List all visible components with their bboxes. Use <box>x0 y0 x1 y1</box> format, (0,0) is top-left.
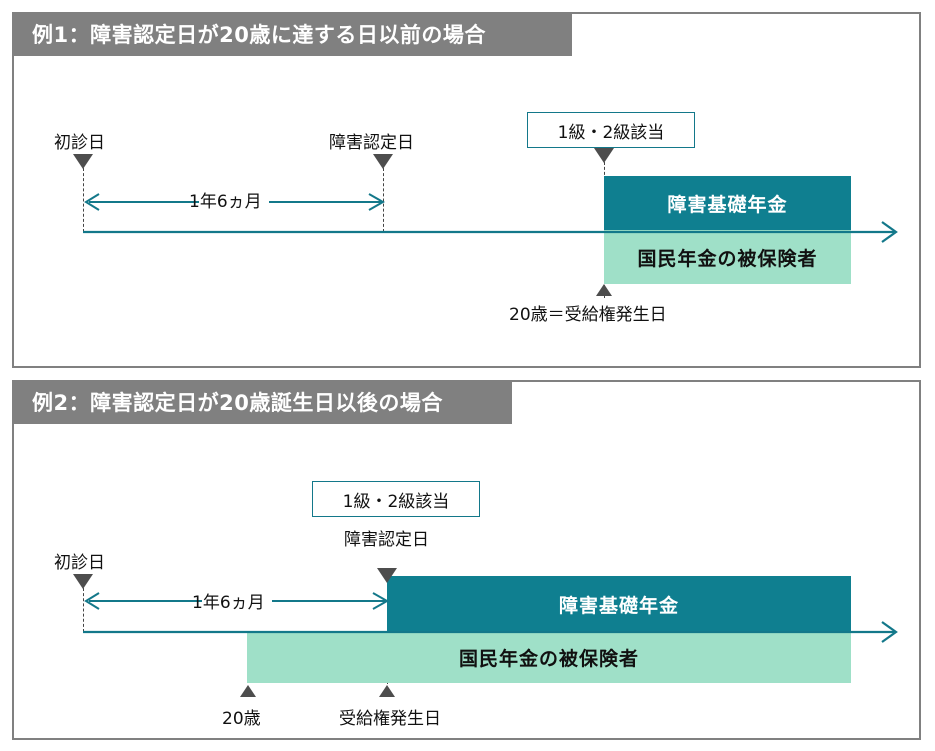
example-2-title: 例2：障害認定日が20歳誕生日以後の場合 <box>32 391 443 415</box>
label-recognition-date: 障害認定日 <box>344 530 429 550</box>
age20-marker-icon <box>596 284 612 296</box>
example-1-panel: 例1：障害認定日が20歳に達する日以前の場合 1級・2級該当 障害基礎年金 国民… <box>12 12 921 368</box>
entitlement-date-marker-icon <box>379 685 395 697</box>
example-1-title: 例1：障害認定日が20歳に達する日以前の場合 <box>32 23 486 47</box>
example-2-canvas: 1級・2級該当 国民年金の被保険者 障害基礎年金 <box>14 382 919 738</box>
age20-marker-icon <box>240 685 256 697</box>
grade-marker-icon <box>594 148 614 163</box>
label-recognition-date: 障害認定日 <box>329 133 414 153</box>
grade-box-example-2: 1級・2級該当 <box>312 481 480 517</box>
label-entitlement-date: 受給権発生日 <box>339 709 441 729</box>
grade-box-example-1: 1級・2級該当 <box>527 112 695 148</box>
bar-disability-basic-pension: 障害基礎年金 <box>387 576 851 632</box>
bar-label: 障害基礎年金 <box>667 193 788 216</box>
label-duration: 1年6ヵ月 <box>192 593 265 613</box>
label-first-visit: 初診日 <box>54 553 105 573</box>
bar-label: 障害基礎年金 <box>558 594 679 617</box>
first-visit-dashed-line <box>83 588 84 632</box>
bar-label: 国民年金の被保険者 <box>637 247 818 270</box>
label-duration: 1年6ヵ月 <box>189 192 262 212</box>
recognition-date-marker-icon <box>377 568 397 583</box>
example-2-lines <box>83 592 898 643</box>
recognition-date-dashed-line <box>383 168 384 232</box>
label-age20-entitlement: 20歳＝受給権発生日 <box>509 305 667 325</box>
bar-label: 国民年金の被保険者 <box>458 648 639 670</box>
bar-national-pension-insured: 国民年金の被保険者 <box>604 230 851 284</box>
label-age20: 20歳 <box>222 709 261 729</box>
recognition-date-marker-icon <box>373 154 393 169</box>
bar-disability-basic-pension: 障害基礎年金 <box>604 176 851 230</box>
first-visit-dashed-line <box>83 168 84 232</box>
grade-box-label: 1級・2級該当 <box>557 122 665 143</box>
first-visit-marker-icon <box>73 574 93 589</box>
first-visit-marker-icon <box>73 154 93 169</box>
grade-box-label: 1級・2級該当 <box>342 491 450 512</box>
example-2-panel: 例2：障害認定日が20歳誕生日以後の場合 1級・2級該当 国民年金の被保険者 障… <box>12 380 921 740</box>
label-first-visit: 初診日 <box>54 133 105 153</box>
bar-national-pension-insured: 国民年金の被保険者 <box>247 632 851 683</box>
example-1-title-bar: 例1：障害認定日が20歳に達する日以前の場合 <box>12 12 572 56</box>
example-2-title-bar: 例2：障害認定日が20歳誕生日以後の場合 <box>12 380 512 424</box>
example-1-canvas: 1級・2級該当 障害基礎年金 国民年金の被保険者 <box>14 14 919 366</box>
